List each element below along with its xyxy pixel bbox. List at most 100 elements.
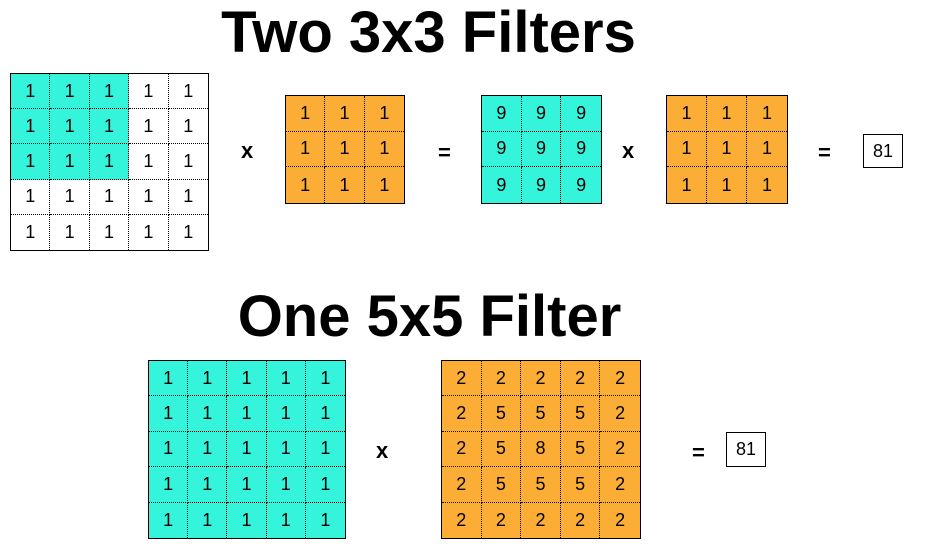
matrix-cell: 9 [482,131,522,168]
matrix-cell: 9 [561,131,601,168]
top-multiply-operator-2: x [622,138,635,163]
matrix-cell: 1 [667,167,707,203]
matrix-cell: 1 [11,74,51,110]
matrix-cell: 1 [188,396,228,432]
matrix-cell: 2 [560,502,601,538]
matrix-cell: 1 [149,361,189,397]
title-two-3x3-filters: Two 3x3 Filters [221,0,636,65]
matrix-cell: 1 [89,144,130,180]
matrix-cell: 1 [286,167,326,203]
matrix-cell: 1 [266,431,306,468]
matrix-cell: 8 [521,431,561,468]
matrix-cell: 1 [149,396,189,432]
matrix-cell: 1 [50,109,90,145]
matrix-cell: 5 [560,431,601,468]
matrix-cell: 1 [89,214,130,250]
matrix-cell: 1 [667,96,707,132]
matrix-cell: 1 [305,502,345,538]
matrix-cell: 2 [442,502,482,538]
matrix-cell: 1 [305,431,345,468]
top-multiply-operator-1: x [241,138,254,163]
matrix-cell: 1 [50,214,90,250]
matrix-cell: 1 [667,131,707,168]
matrix-cell: 9 [521,131,562,168]
matrix-cell: 1 [11,109,51,145]
matrix-cell: 1 [227,396,267,432]
matrix-cell: 1 [747,96,787,132]
bottom-multiply-operator: x [376,438,389,463]
matrix-cell: 1 [89,74,130,110]
matrix-cell: 1 [325,167,365,203]
matrix-cell: 2 [600,361,640,397]
matrix-cell: 2 [600,502,640,538]
matrix-cell: 5 [481,396,522,432]
matrix-cell: 1 [168,109,208,145]
matrix-cell: 2 [442,467,482,503]
matrix-cell: 1 [707,167,747,203]
bottom-result-box: 81 [726,432,766,467]
matrix-cell: 1 [266,396,306,432]
matrix-cell: 9 [482,96,522,132]
matrix-cell: 5 [560,467,601,503]
matrix-cell: 9 [561,96,601,132]
matrix-cell: 1 [149,502,189,538]
matrix-cell: 1 [227,467,267,503]
matrix-cell: 1 [266,502,306,538]
bottom-equals-operator: = [692,440,705,465]
matrix-cell: 2 [560,361,601,397]
matrix-cell: 2 [481,361,522,397]
matrix-cell: 1 [707,131,747,168]
matrix-cell: 5 [481,431,522,468]
matrix-cell: 1 [747,167,787,203]
matrix-cell: 1 [266,467,306,503]
matrix-cell: 1 [188,431,228,468]
matrix-cell: 1 [168,144,208,180]
matrix-cell: 5 [481,467,522,503]
matrix-cell: 1 [188,361,228,397]
top-equals-operator-1: = [438,140,451,165]
title-one-5x5-filter: One 5x5 Filter [237,284,622,349]
matrix-cell: 1 [129,214,169,250]
matrix-cell: 5 [560,396,601,432]
matrix-cell: 1 [89,179,130,215]
matrix-cell: 9 [521,167,562,203]
matrix-cell: 1 [227,502,267,538]
matrix-cell: 1 [188,467,228,503]
matrix-cell: 1 [11,179,51,215]
matrix-cell: 1 [11,144,51,180]
matrix-cell: 1 [227,361,267,397]
matrix-cell: 1 [707,96,747,132]
matrix-cell: 1 [168,74,208,110]
matrix-cell: 1 [129,74,169,110]
matrix-cell: 2 [600,396,640,432]
matrix-cell: 2 [442,431,482,468]
matrix-cell: 1 [227,431,267,468]
top-equals-operator-2: = [818,140,831,165]
matrix-cell: 1 [325,131,365,168]
matrix-cell: 1 [305,467,345,503]
matrix-cell: 1 [129,144,169,180]
matrix-cell: 1 [149,431,189,468]
matrix-cell: 1 [266,361,306,397]
matrix-cell: 1 [149,467,189,503]
matrix-cell: 1 [286,96,326,132]
matrix-cell: 1 [305,361,345,397]
matrix-cell: 1 [129,179,169,215]
matrix-cell: 1 [50,74,90,110]
matrix-cell: 1 [325,96,365,132]
matrix-cell: 1 [129,109,169,145]
matrix-cell: 1 [50,179,90,215]
matrix-cell: 1 [168,214,208,250]
matrix-cell: 9 [482,167,522,203]
matrix-cell: 2 [600,431,640,468]
matrix-cell: 2 [521,361,561,397]
matrix-cell: 1 [364,167,404,203]
matrix-cell: 2 [481,502,522,538]
matrix-cell: 2 [442,361,482,397]
top-result-box: 81 [863,134,903,168]
